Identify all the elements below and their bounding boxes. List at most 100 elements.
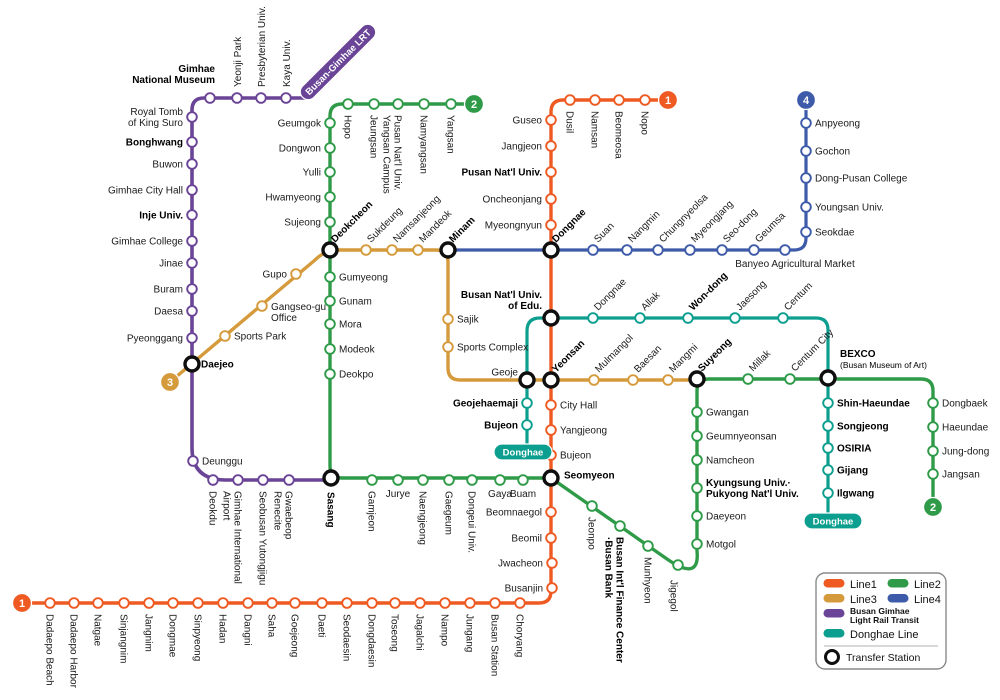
station-line1-beomnaegol[interactable] bbox=[545, 506, 557, 518]
station-donghae-jaesong[interactable] bbox=[729, 312, 741, 324]
station-line2-centum-city[interactable] bbox=[784, 373, 796, 385]
station-line1-dusil[interactable] bbox=[564, 94, 576, 106]
station-bgl-royal-tomb[interactable] bbox=[186, 111, 198, 123]
station-donghae-allak[interactable] bbox=[634, 312, 646, 324]
station-line2-jurye[interactable] bbox=[392, 474, 404, 486]
station-line2-namcheon[interactable] bbox=[691, 454, 703, 466]
station-line1-saha[interactable] bbox=[266, 597, 278, 609]
station-line1-dadaepo-beach[interactable] bbox=[44, 597, 56, 609]
station-line1-hadan[interactable] bbox=[217, 597, 229, 609]
station-line4-banyeo-agricultural-market[interactable] bbox=[779, 244, 791, 256]
transfer-station-line1-dongnae[interactable] bbox=[542, 241, 560, 259]
station-line4-geumsa[interactable] bbox=[748, 244, 760, 256]
transfer-station-line3-geoje[interactable] bbox=[518, 371, 536, 389]
station-line2-dongwon[interactable] bbox=[324, 142, 336, 154]
station-line2-millak[interactable] bbox=[742, 373, 754, 385]
station-bgl-gimhae-city-hall[interactable] bbox=[186, 184, 198, 196]
station-line2-deokpo[interactable] bbox=[324, 368, 336, 380]
station-line4-suan[interactable] bbox=[587, 244, 599, 256]
station-line2-motgol[interactable] bbox=[691, 538, 703, 550]
station-line4-chungnyeolsa[interactable] bbox=[652, 244, 664, 256]
station-line2-kyungsung-univ[interactable] bbox=[691, 482, 703, 494]
station-line1-dongmae[interactable] bbox=[167, 597, 179, 609]
station-line1-yangjeong[interactable] bbox=[545, 424, 557, 436]
transfer-station-line1-busan-nat-l-univ[interactable] bbox=[542, 309, 560, 327]
station-bgl-jinae[interactable] bbox=[186, 257, 198, 269]
station-line2-jeungsan[interactable] bbox=[368, 98, 380, 110]
station-donghae-bujeon[interactable] bbox=[521, 419, 533, 431]
station-line1-dongdaesin[interactable] bbox=[366, 597, 378, 609]
station-donghae-osiria[interactable] bbox=[822, 442, 834, 454]
station-bgl-presbyterian-univ[interactable] bbox=[255, 92, 267, 104]
station-line2-munhyeon[interactable] bbox=[642, 540, 654, 552]
station-bgl-inje-univ[interactable] bbox=[186, 209, 198, 221]
station-line3-namsanjeong[interactable] bbox=[386, 244, 398, 256]
station-line1-beomeosa[interactable] bbox=[613, 94, 625, 106]
station-line1-city-hall[interactable] bbox=[545, 399, 557, 411]
transfer-station-line1-yeonsan[interactable] bbox=[542, 371, 560, 389]
station-line4-anpyeong[interactable] bbox=[800, 117, 812, 129]
station-line1-goejeong[interactable] bbox=[289, 597, 301, 609]
station-line2-haeundae[interactable] bbox=[927, 421, 939, 433]
station-line3-gupo[interactable] bbox=[290, 268, 302, 280]
station-line2-gunam[interactable] bbox=[324, 295, 336, 307]
station-line1-sinjangnim[interactable] bbox=[118, 597, 130, 609]
station-line4-seo-dong[interactable] bbox=[716, 244, 728, 256]
station-bgl-bonghwang[interactable] bbox=[186, 136, 198, 148]
station-line3-mandeok[interactable] bbox=[412, 244, 424, 256]
station-line4-myeongjang[interactable] bbox=[684, 244, 696, 256]
station-line2-daeyeon[interactable] bbox=[691, 510, 703, 522]
station-line3-sports-complex[interactable] bbox=[442, 341, 454, 353]
station-line1-choryang[interactable] bbox=[514, 597, 526, 609]
station-line2-gwangan[interactable] bbox=[691, 406, 703, 418]
station-bgl-buwon[interactable] bbox=[186, 158, 198, 170]
station-donghae-ilgwang[interactable] bbox=[822, 487, 834, 499]
station-bgl-kaya-univ[interactable] bbox=[280, 92, 292, 104]
station-line4-dong-pusan-college[interactable] bbox=[800, 172, 812, 184]
station-line1-jangnim[interactable] bbox=[143, 597, 155, 609]
station-bgl-gimhae[interactable] bbox=[204, 92, 216, 104]
station-line1-pusan-nat-l-univ[interactable] bbox=[545, 166, 557, 178]
station-line1-jwacheon[interactable] bbox=[546, 557, 558, 569]
transfer-station-line2-deokcheon[interactable] bbox=[321, 241, 339, 259]
station-bgl-buram[interactable] bbox=[186, 283, 198, 295]
station-line1-beomil[interactable] bbox=[545, 532, 557, 544]
station-line1-seodaesin[interactable] bbox=[341, 597, 353, 609]
station-line1-sinpyeong[interactable] bbox=[192, 597, 204, 609]
station-line1-oncheonjang[interactable] bbox=[545, 193, 557, 205]
station-line1-daeti[interactable] bbox=[316, 597, 328, 609]
station-bgl-deunggu[interactable] bbox=[187, 455, 199, 467]
station-line1-jagalchi[interactable] bbox=[414, 597, 426, 609]
station-line1-busan-station[interactable] bbox=[489, 597, 501, 609]
station-line1-busanjin[interactable] bbox=[546, 582, 558, 594]
station-line2-jigegol[interactable] bbox=[672, 559, 684, 571]
station-line2-hwamyeong[interactable] bbox=[324, 191, 336, 203]
station-bgl-gimhae-college[interactable] bbox=[186, 235, 198, 247]
station-bgl-gimhae-international[interactable] bbox=[232, 474, 244, 486]
station-line1-toseong[interactable] bbox=[389, 597, 401, 609]
station-donghae-won-dong[interactable] bbox=[682, 312, 694, 324]
station-line2-mora[interactable] bbox=[324, 318, 336, 330]
station-donghae-songjeong[interactable] bbox=[822, 420, 834, 432]
station-line3-baesan[interactable] bbox=[627, 374, 639, 386]
station-line1-namsan[interactable] bbox=[589, 94, 601, 106]
station-line2-namyangsan[interactable] bbox=[418, 98, 430, 110]
station-bgl-seobusan-yutongjigu[interactable] bbox=[257, 474, 269, 486]
transfer-station-bgl-sasang[interactable] bbox=[322, 469, 340, 487]
station-bgl-daesa[interactable] bbox=[186, 305, 198, 317]
station-line3-mangmi[interactable] bbox=[662, 374, 674, 386]
station-line2-jung-dong[interactable] bbox=[927, 445, 939, 457]
station-bgl-deokdu[interactable] bbox=[207, 474, 219, 486]
station-line2-dongbaek[interactable] bbox=[927, 397, 939, 409]
station-line1-dangni[interactable] bbox=[242, 597, 254, 609]
station-line2-naengjeong[interactable] bbox=[417, 474, 429, 486]
station-line2-buam[interactable] bbox=[517, 474, 529, 486]
station-line2-gaegeum[interactable] bbox=[443, 474, 455, 486]
station-line1-jangjeon[interactable] bbox=[545, 140, 557, 152]
station-line1-myeongnyun[interactable] bbox=[545, 219, 557, 231]
station-line2-hopo[interactable] bbox=[342, 98, 354, 110]
station-line3-gangseo-gu[interactable] bbox=[256, 300, 268, 312]
station-line2-dongeui-univ[interactable] bbox=[466, 474, 478, 486]
station-line1-nampo[interactable] bbox=[439, 597, 451, 609]
station-line3-mulmangol[interactable] bbox=[588, 374, 600, 386]
